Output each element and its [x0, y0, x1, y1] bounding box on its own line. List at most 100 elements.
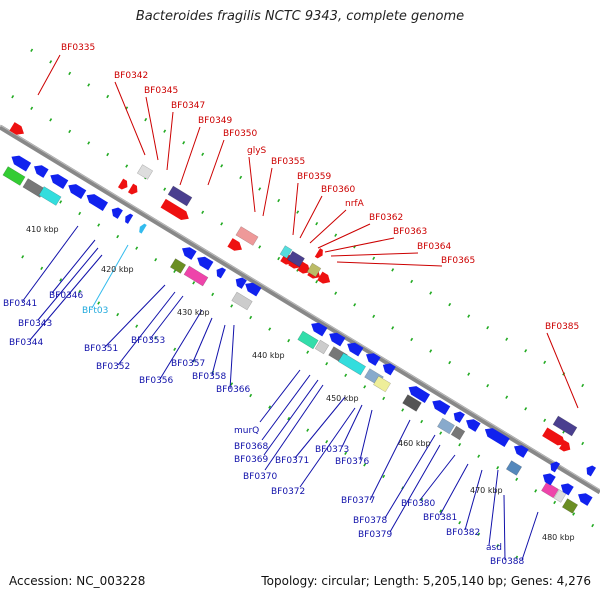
gene-box — [402, 394, 422, 412]
gene-label-reverse[interactable]: BF0368 — [234, 442, 269, 452]
gene-label-reverse[interactable]: BF0369 — [234, 455, 269, 465]
gene-label-reverse[interactable]: BF0357 — [171, 359, 205, 369]
gene-label-reverse[interactable]: BF0353 — [131, 336, 165, 346]
gene-arrow — [9, 122, 24, 135]
gene-label-reverse[interactable]: BF0366 — [216, 385, 251, 395]
gene-label-reverse[interactable]: BF0370 — [243, 472, 278, 482]
ruler-tick — [192, 281, 196, 285]
gene-label-reverse[interactable]: BF0381 — [423, 513, 457, 523]
gene-label-reverse[interactable]: BF0372 — [271, 487, 305, 497]
gene-box — [297, 330, 319, 350]
connector-line — [299, 407, 356, 488]
ruler-tick — [87, 83, 91, 87]
gene-label-trna[interactable]: BFt03 — [82, 306, 108, 316]
connector-line — [546, 332, 579, 409]
gene-label-forward[interactable]: BF0335 — [61, 43, 95, 53]
gene-label-forward[interactable]: BF0342 — [114, 71, 148, 81]
gene-label-forward[interactable]: BF0349 — [198, 116, 233, 126]
ruler-tick — [68, 71, 72, 76]
ruler-tick — [372, 256, 376, 261]
ruler-tick — [458, 520, 462, 525]
ruler-tick — [135, 324, 139, 328]
gene-label-forward[interactable]: BF0364 — [417, 242, 452, 252]
connector-line — [341, 404, 363, 448]
gene-label-reverse[interactable]: BF0341 — [3, 299, 37, 309]
gene-label-forward[interactable]: BF0350 — [223, 129, 258, 139]
gene-label-reverse[interactable]: BF0358 — [192, 372, 227, 382]
connector-line — [503, 494, 506, 561]
ruler-tick — [477, 532, 481, 536]
ruler-tick — [30, 48, 34, 52]
ruler-tick — [268, 405, 272, 409]
gene-arrow — [550, 461, 561, 473]
connector-line — [292, 182, 299, 236]
gene-arrow — [484, 428, 510, 448]
gene-label-forward[interactable]: glyS — [247, 146, 267, 156]
gene-label-reverse[interactable]: BF0356 — [139, 376, 174, 386]
gene-arrow — [50, 174, 69, 189]
gene-label-forward[interactable]: BF0385 — [545, 322, 579, 332]
gene-label-reverse[interactable]: BF0377 — [341, 496, 375, 506]
ruler-tick — [277, 198, 281, 203]
ruler-tick — [496, 466, 500, 470]
gene-label-reverse[interactable]: BF0382 — [446, 528, 480, 538]
gene-arrow — [182, 247, 197, 260]
connector-line — [145, 96, 159, 161]
gene-label-reverse[interactable]: BF0388 — [490, 557, 525, 567]
gene-arrow — [86, 194, 108, 211]
connector-line — [149, 295, 184, 340]
ruler-tick — [363, 463, 367, 467]
ruler-tick — [230, 382, 234, 386]
ruler-tick — [87, 141, 91, 145]
connector-line — [37, 54, 61, 96]
scale-label: 460 kbp — [398, 439, 431, 448]
ruler-tick — [581, 383, 585, 388]
gene-arrow — [34, 165, 49, 178]
gene-label-forward[interactable]: nrfA — [345, 199, 365, 209]
map-title: Bacteroides fragilis NCTC 9343, complete… — [135, 9, 465, 24]
connector-line — [207, 139, 225, 186]
gene-label-forward[interactable]: BF0345 — [144, 86, 178, 96]
ruler-tick — [258, 187, 262, 191]
gene-label-reverse[interactable]: BF0371 — [275, 456, 309, 466]
gene-label-reverse[interactable]: asd — [486, 543, 502, 553]
gene-label-reverse[interactable]: BF0346 — [49, 291, 84, 301]
connector-line — [104, 284, 166, 348]
gene-label-reverse[interactable]: BF0343 — [18, 319, 52, 329]
gene-box — [437, 417, 455, 435]
gene-label-reverse[interactable]: BF0378 — [353, 516, 388, 526]
ruler-tick — [543, 418, 547, 423]
gene-label-forward[interactable]: BF0347 — [171, 101, 205, 111]
gene-label-forward[interactable]: BF0360 — [321, 185, 356, 195]
gene-label-forward[interactable]: BF0365 — [441, 256, 475, 266]
ruler-tick — [315, 221, 319, 226]
gene-label-reverse[interactable]: murQ — [234, 426, 259, 436]
gene-label-reverse[interactable]: BF0344 — [9, 338, 44, 348]
ruler-tick — [486, 325, 490, 330]
ruler-tick — [467, 372, 471, 376]
gene-box — [373, 375, 391, 393]
ruler-tick — [296, 210, 300, 214]
ruler-tick — [591, 523, 595, 528]
ruler-tick — [344, 451, 348, 455]
connector-line — [521, 511, 539, 561]
ruler-tick — [211, 292, 215, 297]
gene-label-reverse[interactable]: BF0373 — [315, 445, 349, 455]
gene-label-reverse[interactable]: BF0352 — [96, 362, 130, 372]
gene-arrow — [297, 261, 311, 274]
gene-label-forward[interactable]: BF0362 — [369, 213, 403, 223]
ruler-tick — [97, 301, 101, 305]
ruler-tick — [505, 395, 509, 399]
ruler-tick — [581, 441, 585, 446]
gene-label-reverse[interactable]: BF0380 — [401, 499, 436, 509]
gene-label-forward[interactable]: BF0359 — [297, 172, 332, 182]
ruler-tick — [201, 152, 205, 156]
ruler-tick — [182, 141, 186, 145]
gene-label-reverse[interactable]: BF0351 — [84, 344, 118, 354]
gene-label-reverse[interactable]: BF0379 — [358, 530, 393, 540]
gene-label-forward[interactable]: BF0363 — [393, 227, 427, 237]
ruler-tick — [515, 555, 519, 560]
gene-label-forward[interactable]: BF0355 — [271, 157, 305, 167]
ruler-tick — [334, 233, 338, 237]
gene-label-reverse[interactable]: BF0376 — [335, 457, 370, 467]
